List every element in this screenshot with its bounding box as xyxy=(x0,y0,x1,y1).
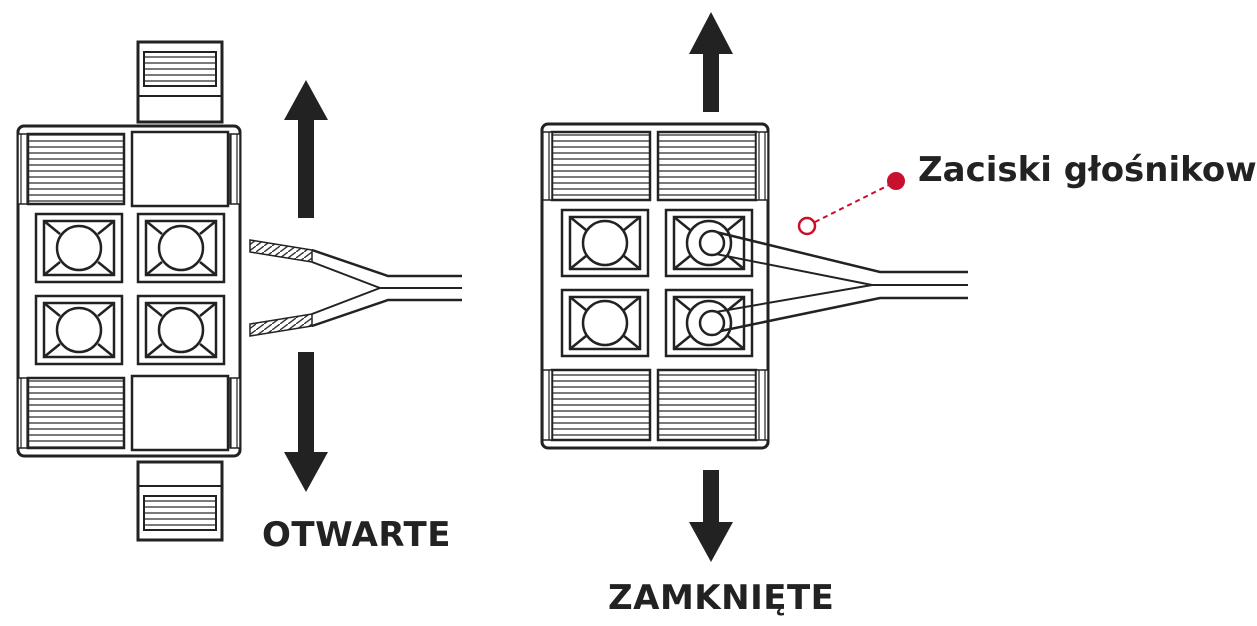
terminal-open xyxy=(16,40,242,542)
terminal-open-top-button xyxy=(136,40,224,124)
wire-closed xyxy=(698,229,968,337)
terminal-open-bottom-button xyxy=(136,460,224,542)
label-closed: ZAMKNIĘTE xyxy=(608,578,835,618)
arrow-down-closed xyxy=(689,470,733,562)
callout-target-dot xyxy=(797,216,817,236)
label-open: OTWARTE xyxy=(262,515,451,555)
terminals-callout xyxy=(797,172,905,236)
terminal-closed-body xyxy=(540,122,770,450)
terminal-open-body xyxy=(16,124,242,458)
label-speaker-terminals: Zaciski głośnikowe xyxy=(918,150,1257,190)
wire-open xyxy=(249,239,462,337)
terminal-closed xyxy=(540,122,770,450)
arrow-up-open xyxy=(284,80,328,218)
callout-end-dot xyxy=(887,172,905,190)
terminal-closed-holes xyxy=(560,208,754,358)
arrow-down-open xyxy=(284,352,328,492)
arrow-up-closed xyxy=(689,12,733,112)
terminal-open-holes xyxy=(34,212,226,366)
